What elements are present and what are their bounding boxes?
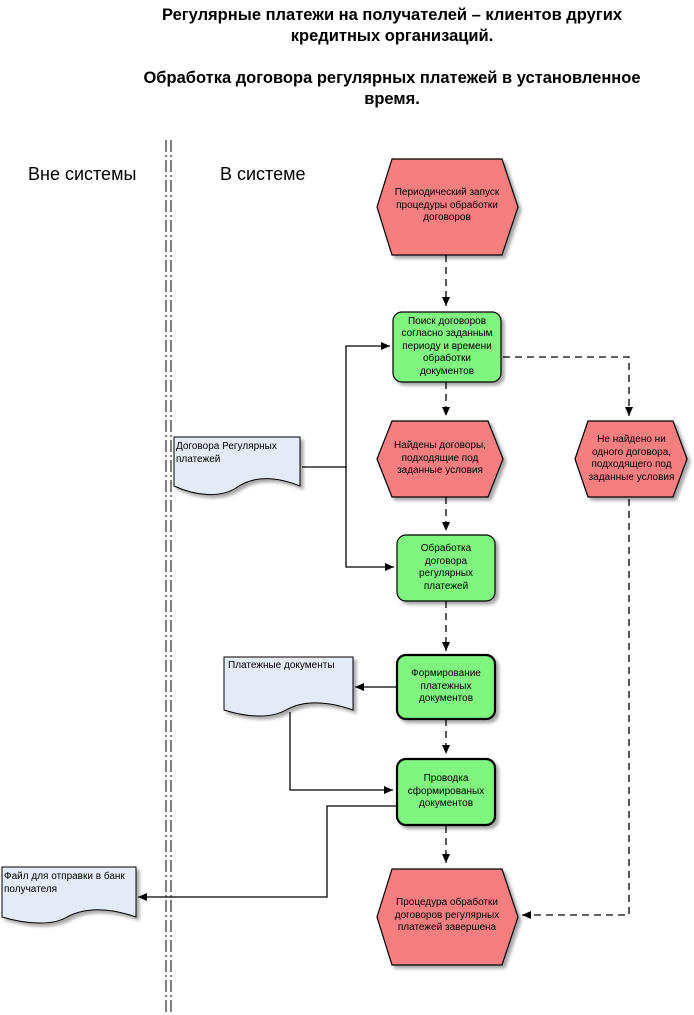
flow-notfound-end [522,499,630,919]
func-post-docs: Проводка сформированых документов [407,773,485,810]
diagram-subtitle: Обработка договора регулярных платежей в… [143,69,641,108]
event-notfound-shape [574,420,688,498]
doc-payment-docs: Платежные документы [228,660,335,671]
doc-contracts-shape [173,436,301,496]
event-start-shape [376,158,519,256]
func-search: Поиск договоров согласно заданным период… [401,315,493,377]
func-form-shape [395,653,497,721]
event-end-shape [376,868,519,966]
func-process: Обработка договора регулярных платежей [418,543,474,592]
doc-file: Файл для отправки в банк получателя [4,871,125,895]
func-process-shape [396,534,496,602]
doc-contracts: Договора Регулярных платежей [176,441,277,465]
flow-search-notfound [503,356,633,416]
flow-contracts-process [345,467,394,571]
lane-label-inside: В системе [220,164,306,184]
func-search-shape [392,311,502,383]
doc-paymentdocs-shape [223,656,354,717]
flow-post-file [138,805,396,901]
lane-label-outside: Вне системы [28,164,137,184]
flow-contracts-search [302,342,390,468]
func-post-shape [395,757,497,827]
event-found-shape [376,420,504,498]
event-end: Процедура обработки договоров регулярных… [394,897,500,934]
diagram-title: Регулярные платежи на получателей – клие… [161,6,623,45]
event-found: Найдены договоры, подходящие под заданны… [394,440,486,477]
doc-file-shape [1,866,137,924]
event-not-found: Не найдено ни одного договора, подходяще… [588,434,675,483]
func-form-docs: Формирование платежных документов [411,668,481,705]
event-start: Периодический запуск процедуры обработки… [394,187,500,224]
flow-paymentdocs-post [289,712,393,794]
